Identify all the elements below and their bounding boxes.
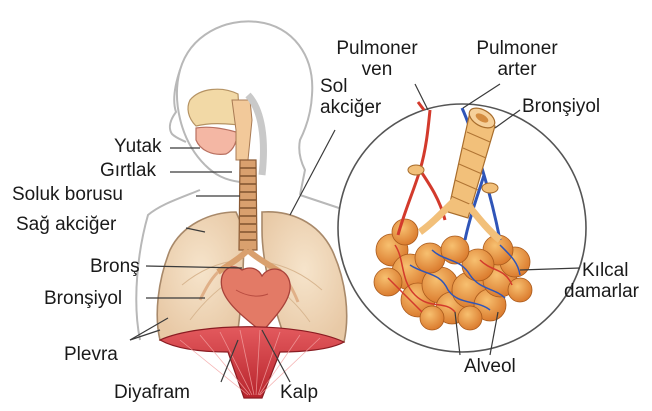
label-bronchiole-right: Bronşiyol — [522, 96, 600, 117]
label-diaphragm: Diyafram — [114, 382, 190, 403]
label-alveolus: Alveol — [464, 356, 516, 377]
label-capillaries-line2: damarlar — [564, 281, 639, 302]
label-pulmonary-artery-line1: Pulmoner — [458, 38, 576, 59]
label-right-lung: Sağ akciğer — [16, 214, 116, 235]
label-pulmonary-artery-line2: arter — [458, 59, 576, 80]
label-capillaries: Kılcal damarlar — [564, 260, 639, 302]
label-heart: Kalp — [280, 382, 318, 403]
label-capillaries-line1: Kılcal — [564, 260, 639, 281]
label-pulmonary-vein: Pulmoner ven — [318, 38, 436, 80]
label-left-lung-line2: akciğer — [320, 97, 381, 118]
label-pulmonary-vein-line2: ven — [318, 59, 436, 80]
label-pharynx: Yutak — [114, 136, 162, 157]
magnified-view — [338, 102, 586, 352]
label-larynx: Gırtlak — [100, 160, 156, 181]
label-pulmonary-artery: Pulmoner arter — [458, 38, 576, 80]
label-pulmonary-vein-line1: Pulmoner — [318, 38, 436, 59]
label-bronchiole-left: Bronşiyol — [44, 288, 122, 309]
label-pleura: Plevra — [64, 344, 118, 365]
label-trachea: Soluk borusu — [12, 184, 123, 205]
label-left-lung: Sol akciğer — [320, 76, 381, 118]
label-bronchus: Bronş — [90, 256, 140, 277]
